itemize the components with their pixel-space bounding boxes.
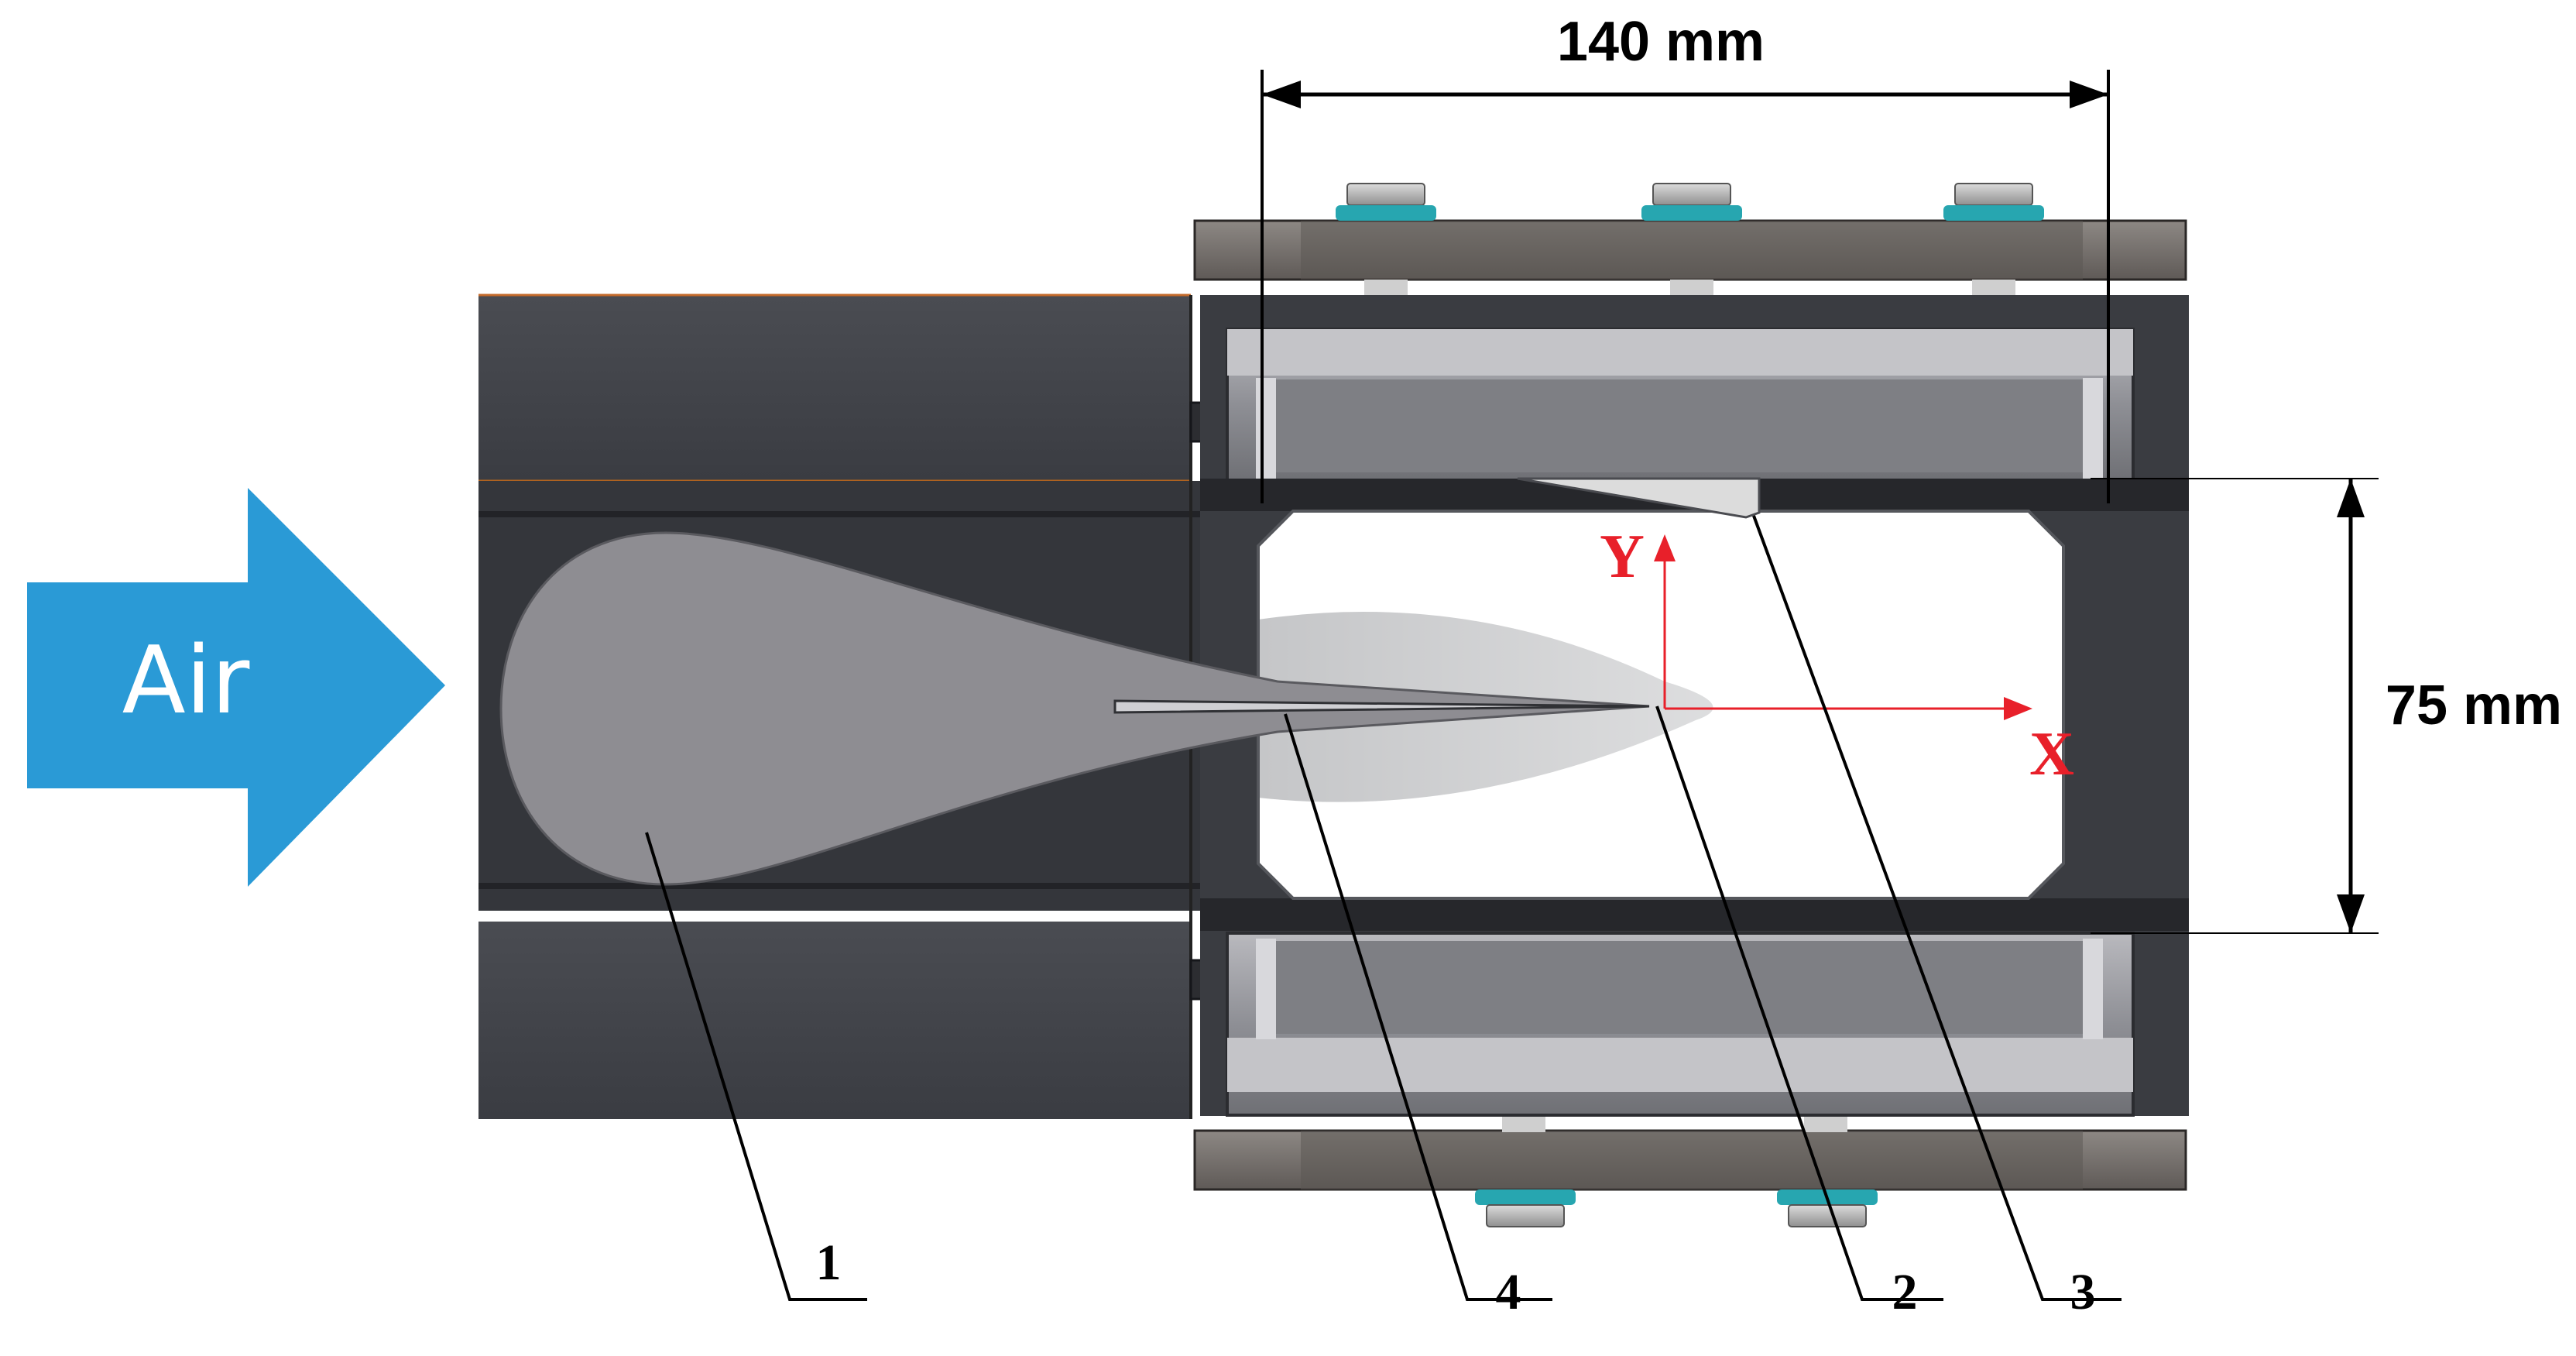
airfoil-model — [499, 531, 1650, 886]
air-arrow-shape — [27, 488, 445, 887]
callout-label-4: 4 — [1496, 1264, 1521, 1320]
bolts — [1336, 183, 2044, 1227]
callout-leader-3 — [1752, 515, 2122, 1301]
callout-label-1: 1 — [816, 1234, 842, 1291]
width-dimension — [1261, 70, 2110, 503]
x-axis-label: X — [2029, 720, 2074, 788]
x-axis-arrowhead — [2004, 697, 2032, 720]
coordinate-axes: Y X — [1600, 523, 2074, 788]
dimension-arrowhead-bottom — [2337, 894, 2365, 933]
bolt — [1943, 183, 2044, 295]
wedge-element — [1517, 477, 1761, 519]
inlet-lower-wall — [478, 922, 1191, 1119]
callouts — [645, 515, 2122, 1301]
dimension-arrowhead-left — [1262, 81, 1301, 108]
height-dimension — [2091, 478, 2379, 934]
callout-leader-1 — [645, 832, 867, 1301]
callout-leader-4 — [1284, 713, 1552, 1301]
air-label: Air — [122, 627, 250, 735]
callout-leader-2 — [1655, 705, 1943, 1301]
splitter-plate — [1113, 699, 1650, 714]
bolt — [1641, 183, 1742, 295]
y-axis-arrowhead — [1654, 534, 1676, 561]
bolt — [1475, 1117, 1576, 1227]
dimension-arrowhead-right — [2070, 81, 2108, 108]
width-dimension-label: 140 mm — [1557, 11, 1765, 73]
inlet-upper-wall — [478, 295, 1191, 481]
callout-label-3: 3 — [2070, 1264, 2096, 1320]
y-axis-label: Y — [1600, 523, 1645, 591]
airflow-arrow: Air — [27, 488, 445, 887]
bolt — [1336, 183, 1436, 295]
height-dimension-label: 75 mm — [2386, 675, 2562, 736]
teardrop-body — [499, 531, 1650, 886]
dimension-arrowhead-top — [2337, 479, 2365, 517]
callout-label-2: 2 — [1892, 1264, 1918, 1320]
